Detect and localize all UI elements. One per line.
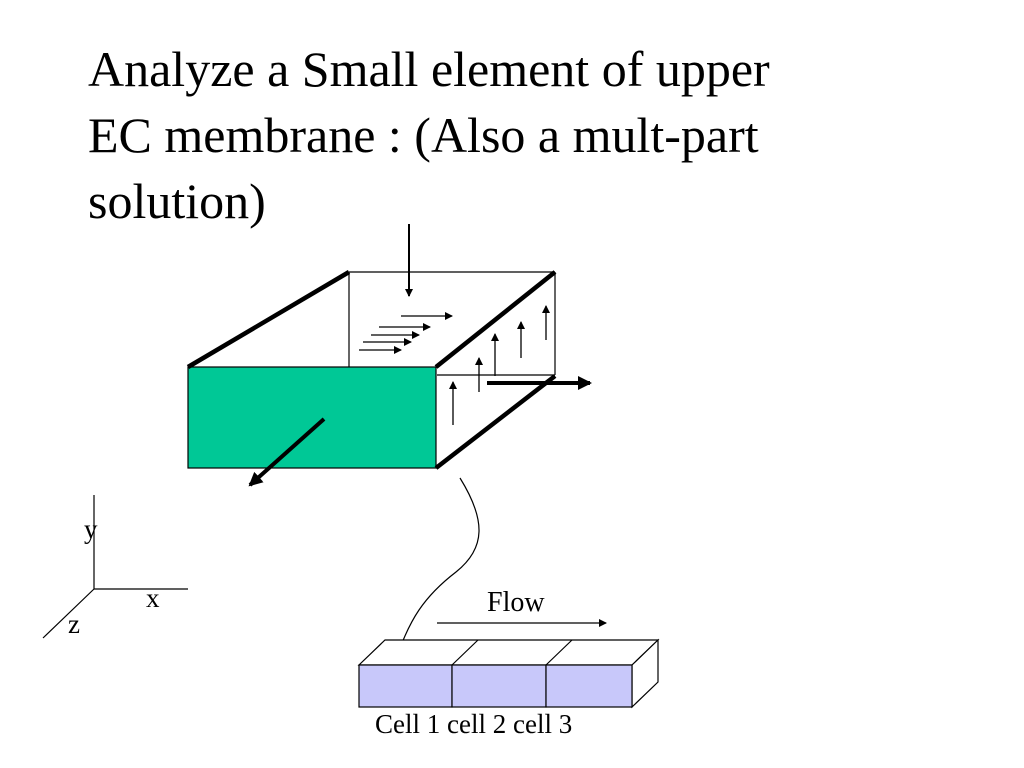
- cell-2-box: [451, 664, 547, 708]
- top-flow-arrows: [359, 312, 453, 354]
- cell-1-box: [358, 664, 453, 708]
- right-face-up-arrows: [449, 305, 550, 425]
- box-thin-edges: [348, 271, 556, 376]
- outflow-diagonal-arrow: [248, 417, 326, 487]
- zoom-connector-curve: [399, 477, 480, 649]
- coordinate-axes: [42, 495, 188, 639]
- title-line-1: Analyze a Small element of upper: [88, 41, 770, 97]
- cell-3-label: cell 3: [512, 709, 573, 739]
- membrane-front-face: [187, 366, 437, 469]
- cell-1-label: Cell 1: [375, 709, 441, 739]
- cells-row: [357, 638, 660, 709]
- title-line-3: solution): [88, 173, 266, 229]
- cell-3-box: [545, 664, 633, 708]
- slide-title: Analyze a Small element of upper EC memb…: [88, 36, 908, 234]
- cells-top-face: [357, 639, 660, 666]
- axis-label-z: z: [68, 609, 80, 639]
- title-line-2: EC membrane : (Also a mult-part: [88, 107, 759, 163]
- flow-label: Flow: [487, 587, 545, 618]
- box-thick-edges: [186, 270, 557, 470]
- axis-label-y: y: [84, 514, 98, 544]
- cell-labels: Cell 1 cell 2 cell 3: [375, 709, 572, 739]
- axis-label-x: x: [146, 583, 160, 613]
- cell-2-label: cell 2: [447, 709, 507, 739]
